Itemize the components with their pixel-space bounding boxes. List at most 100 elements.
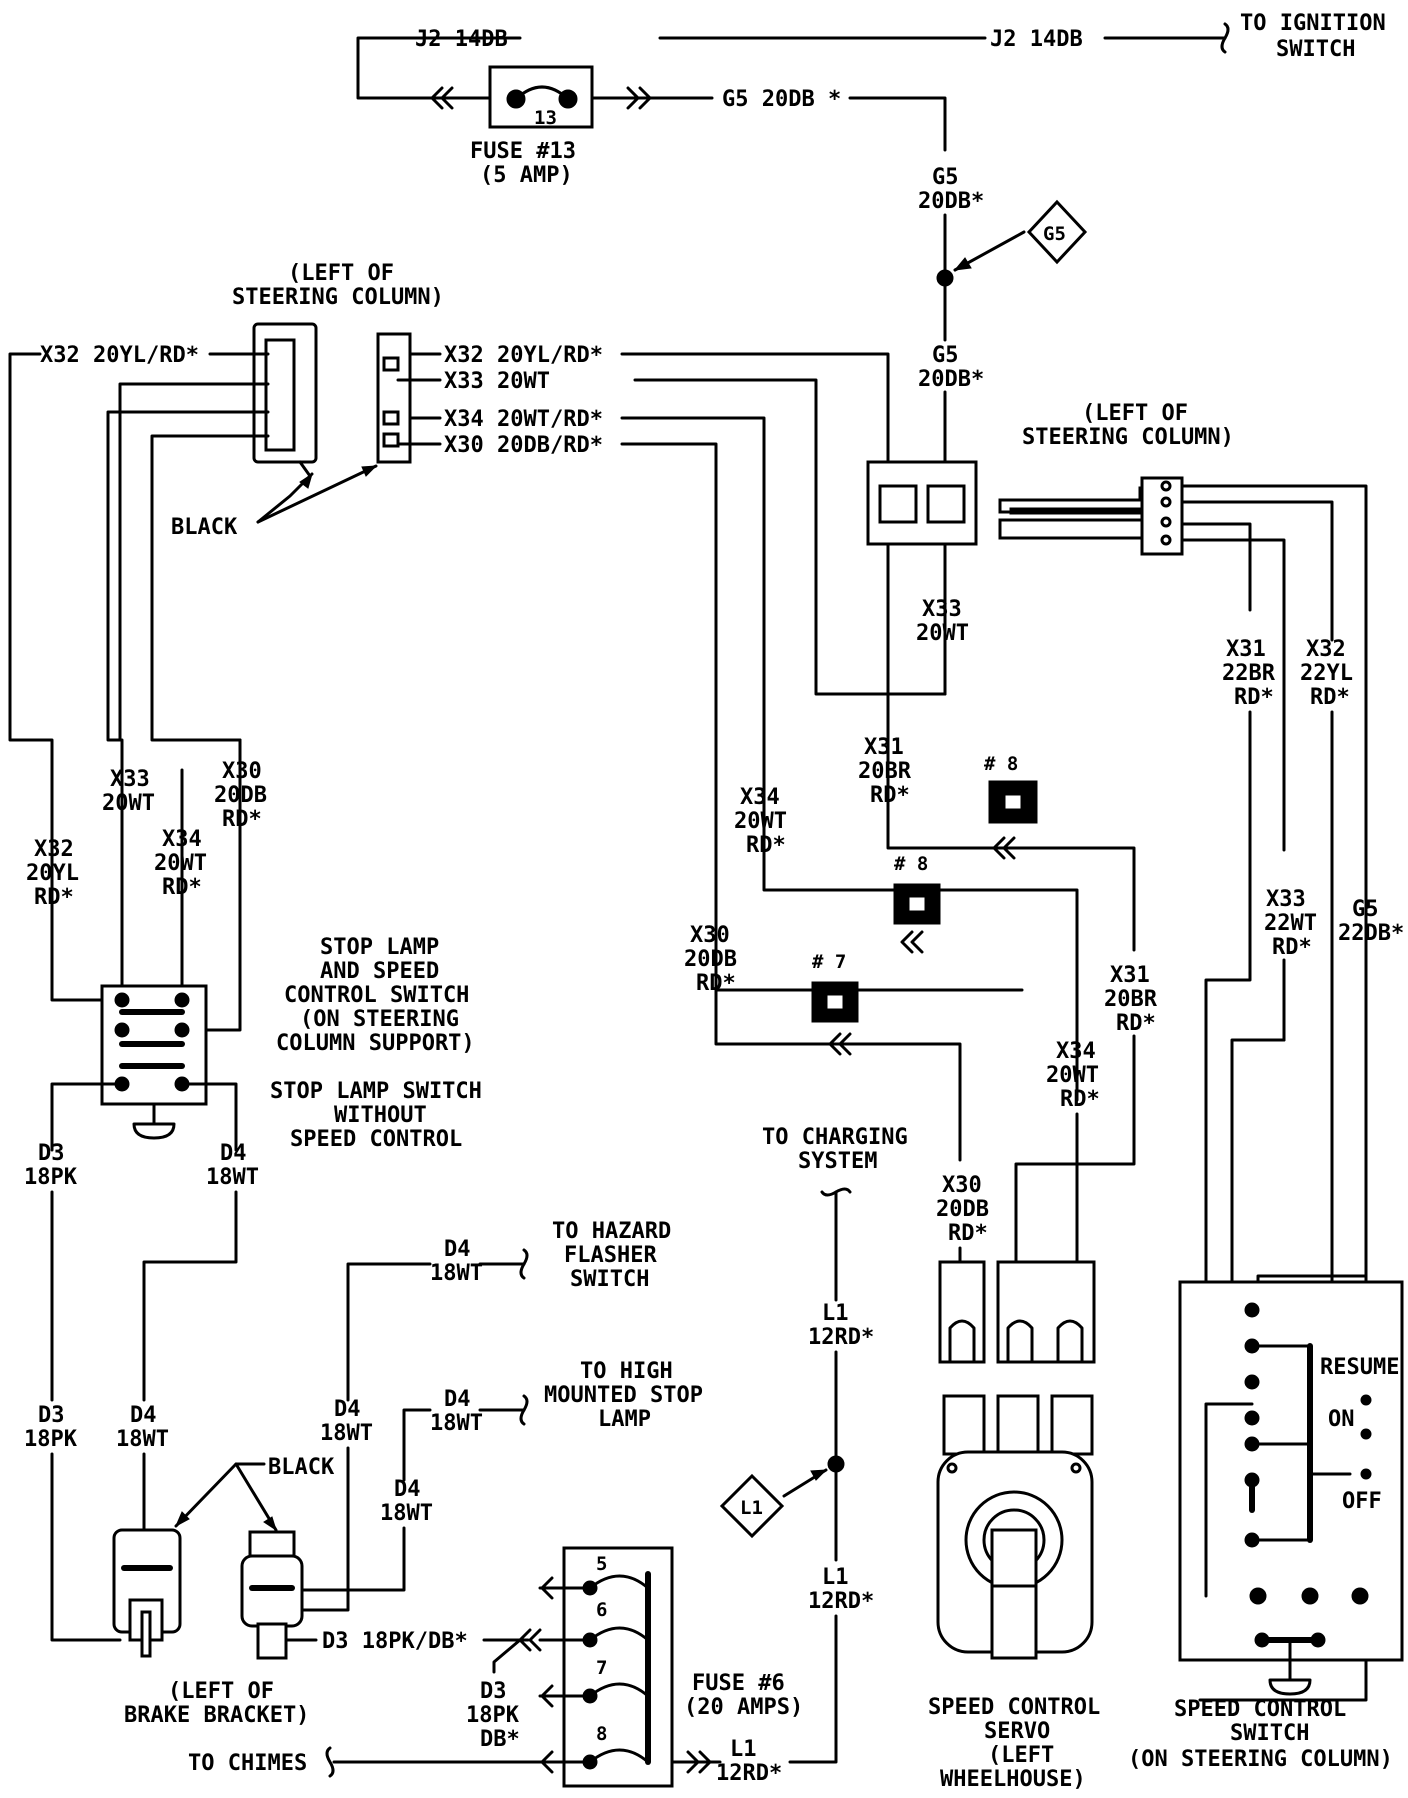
servo-label-4: WHEELHOUSE) — [940, 1767, 1086, 1792]
wire-label-g5-c-2: 22DB* — [1338, 921, 1404, 946]
wire-label-x33-right-2: 20WT — [916, 621, 969, 646]
servo-wires: X31 20BR RD* X31 20BR RD* X34 20WT RD* X… — [684, 735, 1158, 1264]
wire-label-x30-a-1: X30 — [690, 923, 730, 948]
wire-label-g5-a-2: 20DB* — [918, 189, 984, 214]
wire-label-x33-c-2: 22WT — [1264, 911, 1317, 936]
wire-label-d4-f-1: D4 — [394, 1477, 421, 1502]
wire-label-d3-c-3: DB* — [480, 1727, 520, 1752]
wire-label-g5-c-1: G5 — [1352, 897, 1379, 922]
left-steering-b-2: STEERING COLUMN) — [1022, 425, 1234, 450]
left-wire-labels: X33 20WT X30 20DB RD* X32 20YL RD* X34 2… — [26, 759, 267, 910]
wire-label-d3-b-1: D3 — [38, 1403, 65, 1428]
wire-label-d3-a-2: 18PK — [24, 1165, 78, 1190]
fuse13-label-1: FUSE #13 — [470, 139, 576, 164]
left-steering-connectors: (LEFT OF STEERING COLUMN) BLACK — [171, 261, 444, 540]
wire-label-x32-c-3: RD* — [1310, 685, 1350, 710]
stop-lamp-speed-1: STOP LAMP — [320, 935, 439, 960]
wire-label-x30-mid: X30 20DB/RD* — [444, 433, 603, 458]
wire-label-l1-b-1: L1 — [822, 1565, 849, 1590]
fuse6-pin-6: 6 — [538, 1599, 650, 1648]
wire-label-x31-b-3: RD* — [1116, 1011, 1156, 1036]
to-ignition-label-1: TO IGNITION — [1240, 11, 1386, 36]
fuse6-pin-8-label: 8 — [596, 1723, 607, 1745]
wire-label-x34-mid: X34 20WT/RD* — [444, 407, 603, 432]
l1-circuit: TO CHARGING SYSTEM L1 12RD* L1 L1 12RD* … — [670, 1125, 908, 1786]
fuse6-pin-5-label: 5 — [596, 1553, 607, 1575]
wire-label-x34-b-2: 20WT — [1046, 1063, 1099, 1088]
wire-label-x31-b-1: X31 — [1110, 963, 1150, 988]
g5-circuit: G5 20DB * G5 20DB* G5 G5 20DB* — [722, 87, 1088, 464]
to-charging-2: SYSTEM — [798, 1149, 877, 1174]
fuse6-label-2: (20 AMPS) — [684, 1695, 803, 1720]
wire-label-d3-c-2: 18PK — [466, 1703, 520, 1728]
wire-label-x31-a-3: RD* — [870, 783, 910, 808]
left-side-wires: X32 20YL/RD* — [8, 343, 270, 1032]
connector-8b-label: # 8 — [894, 853, 928, 875]
wire-label-x33-right-1: X33 — [922, 597, 962, 622]
stop-lamp-speed-4: (ON STEERING — [300, 1007, 459, 1032]
wire-label-x31-c-3: RD* — [1234, 685, 1274, 710]
wire-label-x34-b-1: X34 — [1056, 1039, 1096, 1064]
to-chimes-label: TO CHIMES — [188, 1751, 307, 1776]
speed-control-switch: RESUME ON OFF SPEED CONTROL SWITCH (ON S… — [1128, 1280, 1404, 1772]
wire-label-x30-b-3: RD* — [948, 1221, 988, 1246]
d3-chimes-circuit: D3 18PK DB* TO CHIMES — [188, 1638, 546, 1778]
to-hazard-1: TO HAZARD — [552, 1219, 671, 1244]
wire-label-d4-e-2: 18WT — [430, 1411, 483, 1436]
fuse6-pin-6-label: 6 — [596, 1599, 607, 1621]
wire-label-x32-c-2: 22YL — [1300, 661, 1353, 686]
stop-lamp-speed-2: AND SPEED — [320, 959, 439, 984]
wire-label-x34-l-3: RD* — [162, 875, 202, 900]
black-label-b: BLACK — [268, 1455, 335, 1480]
speed-control-servo: SPEED CONTROL SERVO (LEFT WHEELHOUSE) — [928, 1260, 1100, 1792]
to-high-mount-3: LAMP — [598, 1407, 651, 1432]
wire-label-x34-b-3: RD* — [1060, 1087, 1100, 1112]
wire-label-x30-l-2: 20DB — [214, 783, 267, 808]
brake-bracket-1: (LEFT OF — [168, 1679, 274, 1704]
wire-label-x34-l-2: 20WT — [154, 851, 207, 876]
g5-tag: G5 — [1043, 223, 1066, 245]
wire-label-x32-top-left: X32 20YL/RD* — [40, 343, 199, 368]
j2-circuit: J2 14DB J2 14DB TO IGNITION SWITCH — [356, 11, 1386, 100]
wire-label-x34-a-1: X34 — [740, 785, 780, 810]
fuse-13: 13 FUSE #13 (5 AMP) — [430, 65, 714, 188]
wire-label-x33-l-2: 20WT — [102, 791, 155, 816]
fuse6-pin-7: 7 — [538, 1657, 650, 1708]
wire-label-l1-c-1: L1 — [730, 1737, 757, 1762]
mid-wires: X32 20YL/RD* X33 20WT X34 20WT/RD* X30 2… — [396, 343, 1079, 1102]
wire-label-x32-l-2: 20YL — [26, 861, 79, 886]
fuse13-label-2: (5 AMP) — [480, 163, 573, 188]
wire-label-l1-b-2: 12RD* — [808, 1589, 874, 1614]
wire-label-x33-c-3: RD* — [1272, 935, 1312, 960]
wire-label-x31-a-2: 20BR — [858, 759, 912, 784]
servo-label-2: SERVO — [984, 1719, 1050, 1744]
stop-lamp-nospeed-3: SPEED CONTROL — [290, 1127, 462, 1152]
wire-label-d4-b-1: D4 — [130, 1403, 157, 1428]
wire-label-g5-top: G5 20DB * — [722, 87, 841, 112]
to-hazard-2: FLASHER — [564, 1243, 657, 1268]
connector-7-label: # 7 — [812, 951, 846, 973]
wire-label-d4-c-2: 18WT — [430, 1261, 483, 1286]
on-label: ON — [1328, 1407, 1355, 1432]
fuse6-label-1: FUSE #6 — [692, 1671, 785, 1696]
stop-lamp-switch: STOP LAMP AND SPEED CONTROL SWITCH (ON S… — [50, 935, 482, 1152]
wire-label-d3-a-1: D3 — [38, 1141, 65, 1166]
to-high-mount-2: MOUNTED STOP — [544, 1383, 703, 1408]
servo-label-1: SPEED CONTROL — [928, 1695, 1100, 1720]
wire-label-x30-b-1: X30 — [942, 1173, 982, 1198]
wire-label-d3-pkdb: D3 18PK/DB* — [322, 1629, 468, 1654]
left-steering-a-2: STEERING COLUMN) — [232, 285, 444, 310]
wire-label-d4-f-2: 18WT — [380, 1501, 433, 1526]
fuse13-number: 13 — [534, 107, 557, 129]
resume-label: RESUME — [1320, 1355, 1399, 1380]
wire-label-d4-a-1: D4 — [220, 1141, 247, 1166]
stop-lamp-nospeed-2: WITHOUT — [334, 1103, 427, 1128]
stop-lamp-speed-3: CONTROL SWITCH — [284, 983, 469, 1008]
fuse6-pin-5: 5 — [538, 1553, 650, 1600]
wire-label-x32-l-3: RD* — [34, 885, 74, 910]
wire-label-x30-a-2: 20DB — [684, 947, 737, 972]
off-label: OFF — [1342, 1489, 1382, 1514]
center-connector: X33 20WT — [866, 460, 978, 812]
wire-label-d4-a-2: 18WT — [206, 1165, 259, 1190]
